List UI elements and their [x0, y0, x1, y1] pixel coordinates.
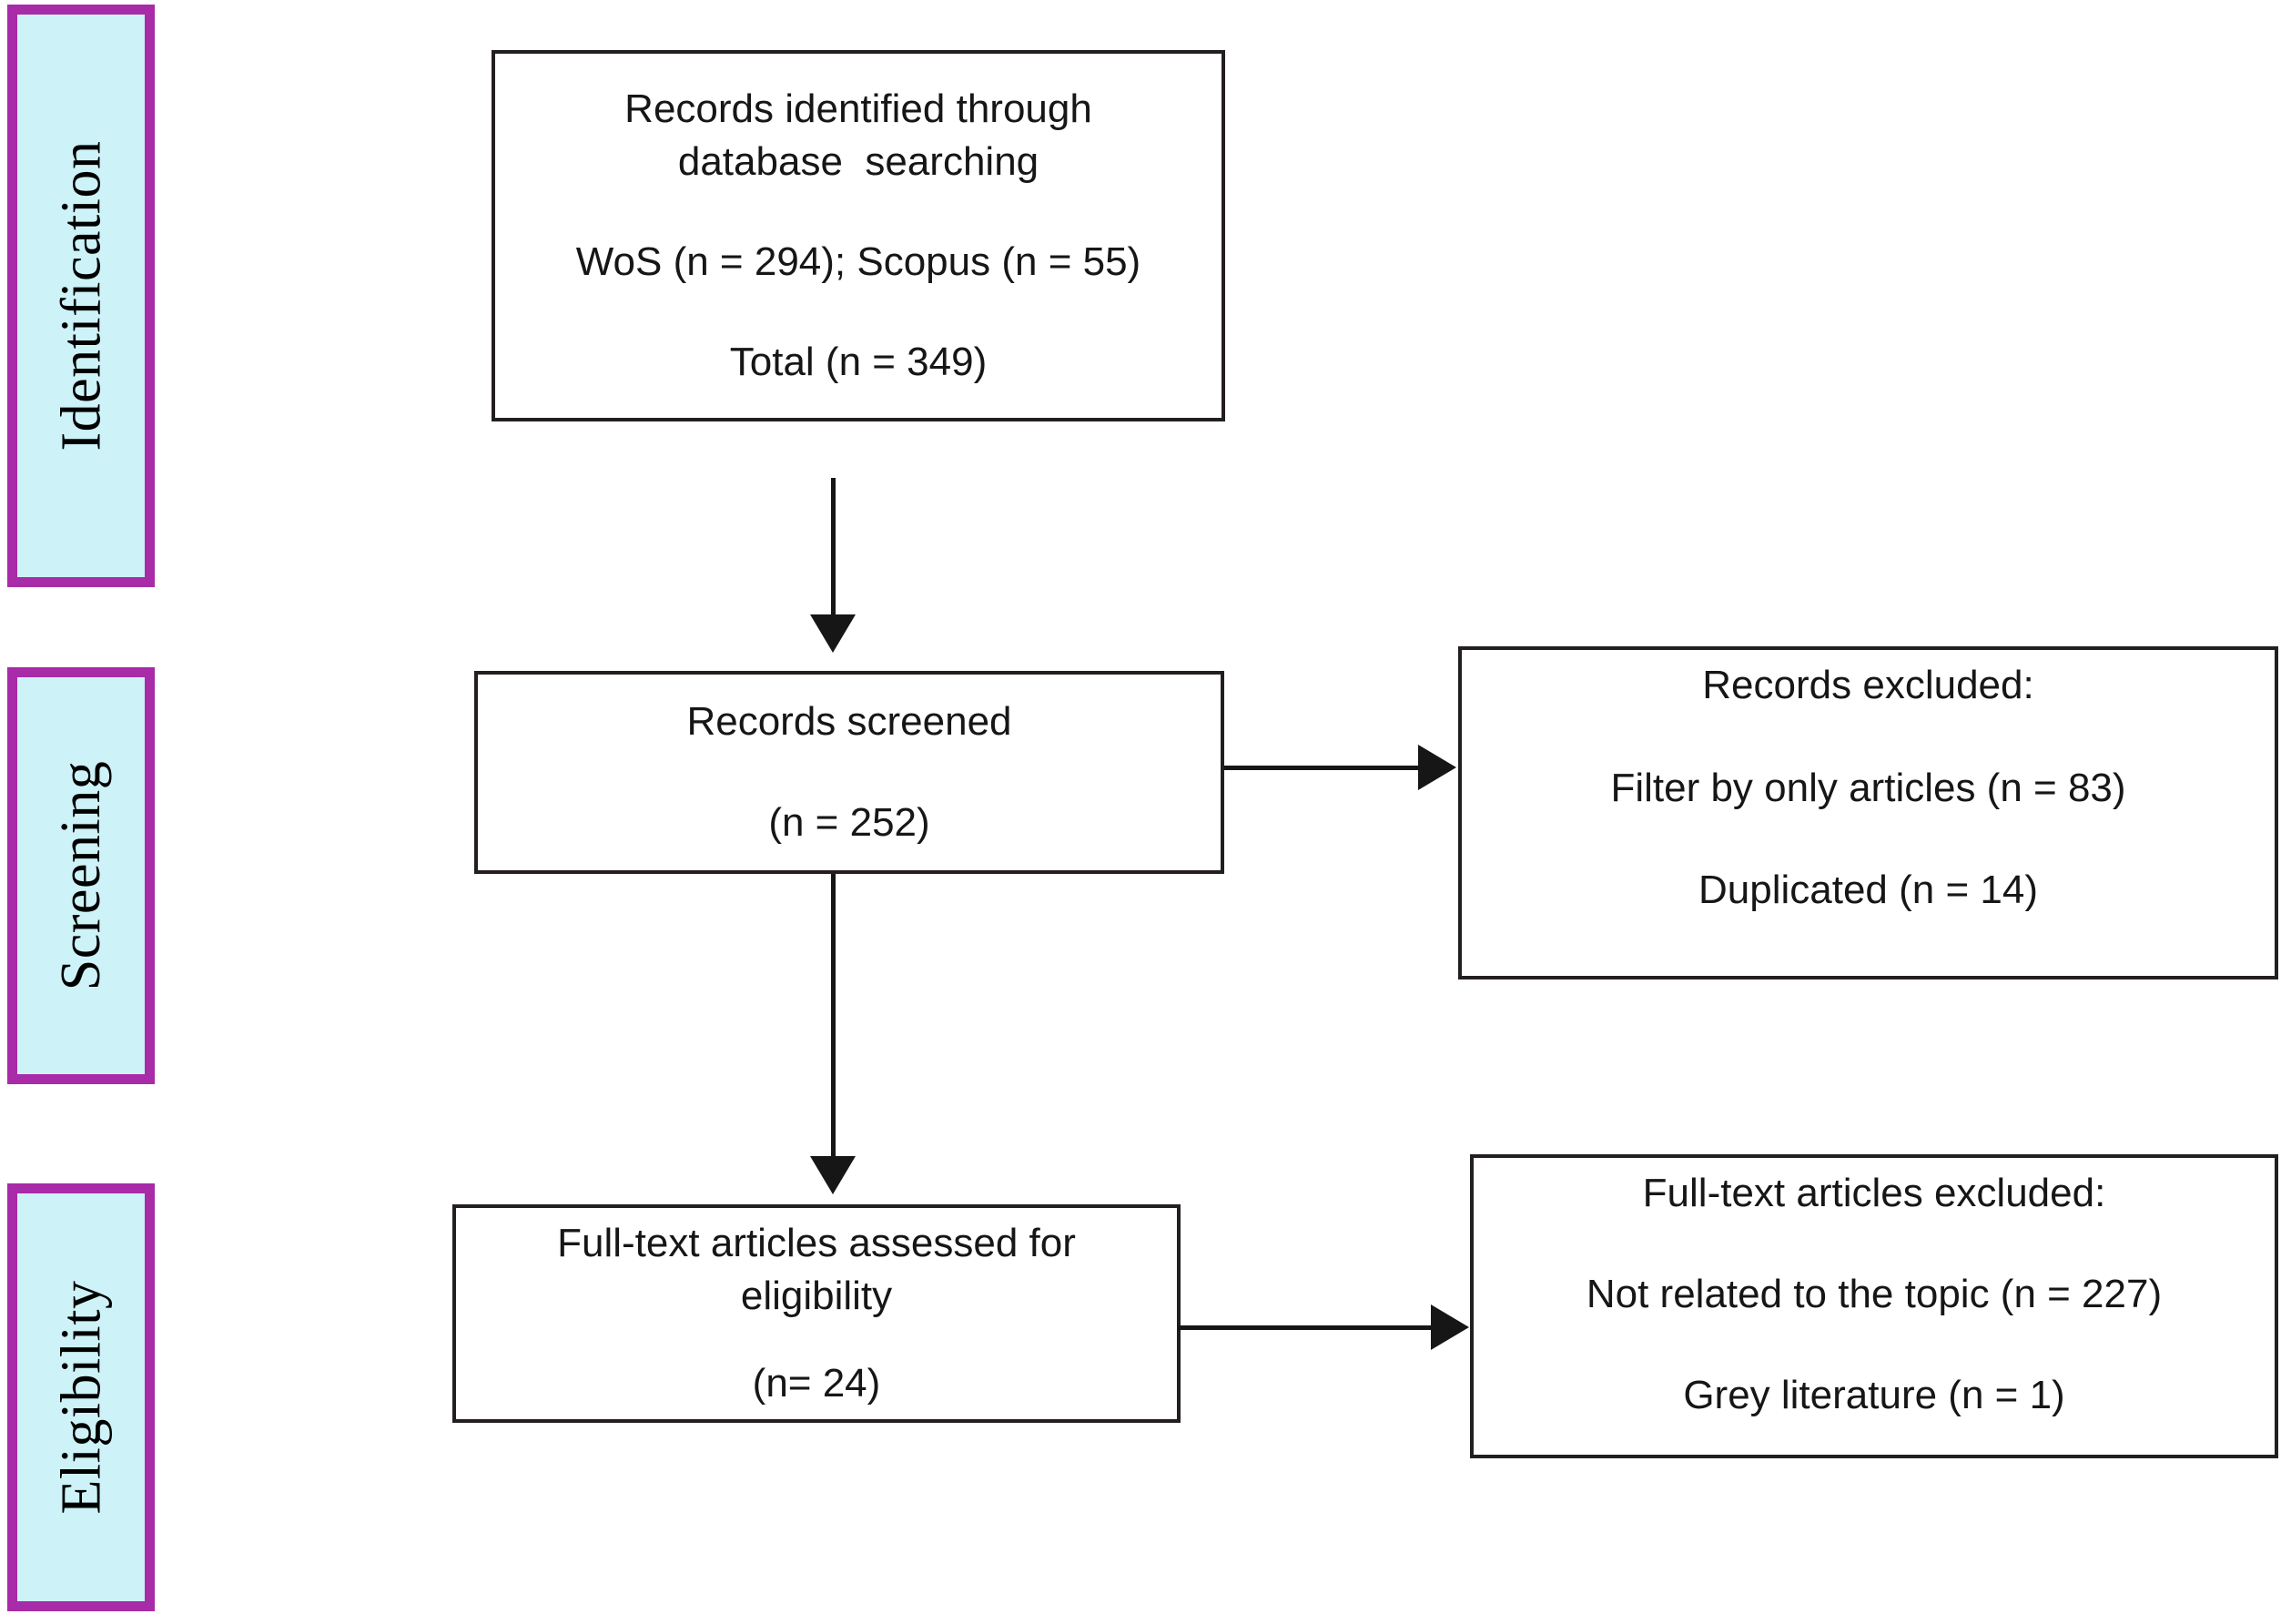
stage-label-identification: Identification	[50, 140, 113, 452]
connector-screened-to-excluded-line	[1224, 766, 1424, 770]
full-text-assessed-line-1: Full-text articles assessed for	[557, 1221, 1076, 1265]
connector-identified-to-screened-arrowhead	[810, 614, 856, 653]
records-identified-line-4: Total (n = 349)	[729, 340, 988, 385]
records-screened-line-1: Records screened	[686, 699, 1012, 745]
connector-identified-to-screened-line	[831, 478, 836, 619]
box-records-identified: Records identified through database sear…	[492, 50, 1225, 421]
stage-label-screening: Screening	[50, 760, 113, 991]
records-excluded-line-1: Records excluded:	[1702, 663, 2034, 707]
full-text-excluded-line-3: Grey literature (n = 1)	[1683, 1373, 2065, 1418]
box-records-screened: Records screened (n = 252)	[474, 671, 1224, 874]
full-text-assessed-line-3: (n= 24)	[752, 1360, 881, 1406]
stage-box-eligibility: Eligibility	[7, 1183, 155, 1611]
connector-fulltext-to-excluded-line	[1178, 1325, 1437, 1330]
records-identified-line-3: WoS (n = 294); Scopus (n = 55)	[575, 239, 1141, 284]
box-records-excluded: Records excluded: Filter by only article…	[1458, 646, 2278, 979]
connector-fulltext-to-excluded-arrowhead	[1431, 1304, 1469, 1350]
stage-label-eligibility: Eligibility	[50, 1280, 113, 1515]
box-full-text-assessed: Full-text articles assessed for eligibil…	[452, 1204, 1181, 1423]
records-identified-line-2: database searching	[677, 138, 1039, 184]
stage-box-screening: Screening	[7, 667, 155, 1084]
records-screened-line-2: (n = 252)	[768, 799, 930, 845]
records-excluded-line-2: Filter by only articles (n = 83)	[1610, 765, 2126, 810]
connector-screened-to-fulltext-arrowhead	[810, 1156, 856, 1194]
full-text-excluded-line-2: Not related to the topic (n = 227)	[1586, 1272, 2163, 1317]
full-text-assessed-line-2: eligibility	[740, 1274, 893, 1319]
full-text-excluded-line-1: Full-text articles excluded:	[1642, 1171, 2106, 1215]
records-identified-line-1: Records identified through	[624, 86, 1092, 131]
stage-box-identification: Identification	[7, 5, 155, 587]
records-excluded-line-3: Duplicated (n = 14)	[1698, 868, 2038, 913]
connector-screened-to-fulltext-line	[831, 874, 836, 1161]
connector-screened-to-excluded-arrowhead	[1418, 745, 1456, 790]
box-full-text-excluded: Full-text articles excluded: Not related…	[1470, 1154, 2278, 1458]
